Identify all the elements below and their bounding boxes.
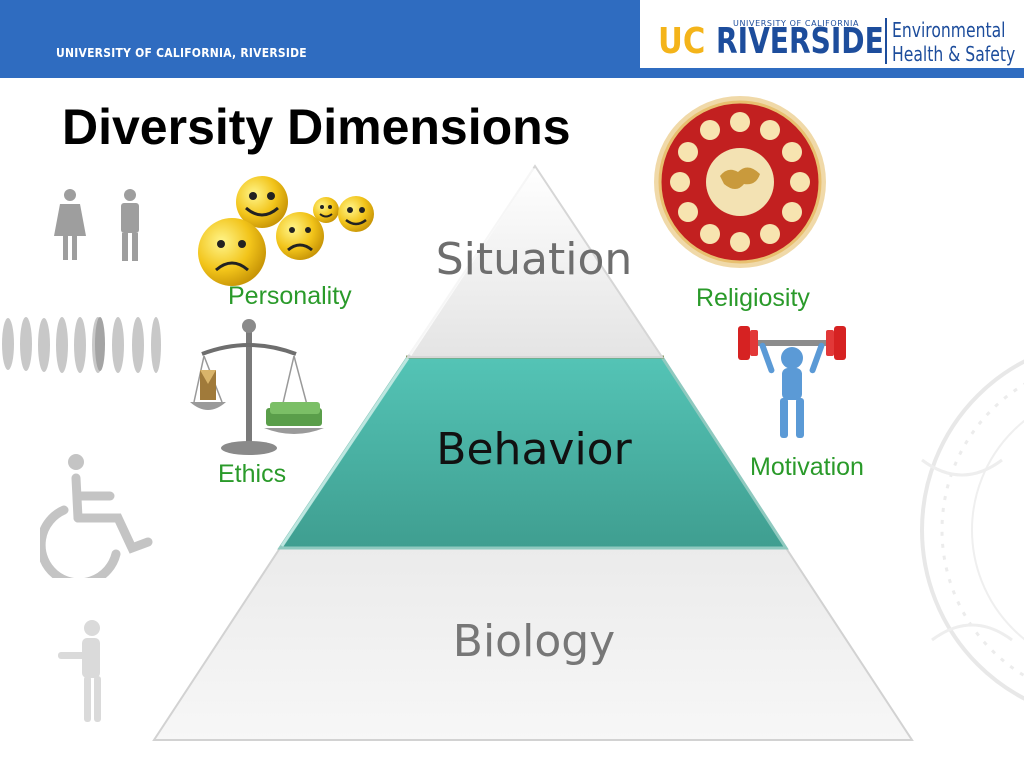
logo-uc: UC — [658, 21, 706, 62]
religion-wheel-icon — [648, 92, 832, 272]
gender-icon — [54, 189, 139, 261]
figure-icon — [58, 620, 101, 722]
seal-watermark-icon — [920, 359, 1024, 701]
header-bar: UNIVERSITY OF CALIFORNIA, RIVERSIDE UNIV… — [0, 0, 1024, 78]
logo-riverside: RIVERSIDE — [716, 21, 884, 62]
logo-small-text: UNIVERSITY OF CALIFORNIA — [733, 19, 860, 28]
pyramid-level-biology: Biology — [452, 616, 616, 667]
slide-title: Diversity Dimensions — [62, 99, 571, 155]
label-personality: Personality — [228, 282, 352, 310]
ucr-logo — [640, 0, 1024, 68]
pyramid-level-behavior: Behavior — [436, 424, 632, 475]
wheelchair-icon — [40, 454, 153, 578]
label-religiosity: Religiosity — [696, 284, 810, 312]
label-motivation: Motivation — [750, 453, 864, 481]
logo-dept-line1: Environmental — [892, 18, 1006, 42]
evolution-silhouettes-icon — [2, 317, 161, 373]
weightlifter-icon — [736, 318, 848, 446]
smiley-faces-icon — [196, 174, 384, 292]
label-ethics: Ethics — [218, 460, 287, 488]
university-label: UNIVERSITY OF CALIFORNIA, RIVERSIDE — [56, 45, 307, 60]
logo-divider — [885, 18, 887, 64]
scales-icon — [188, 318, 326, 460]
logo-dept-line2: Health & Safety — [892, 42, 1016, 66]
pyramid-level-situation: Situation — [435, 234, 633, 285]
